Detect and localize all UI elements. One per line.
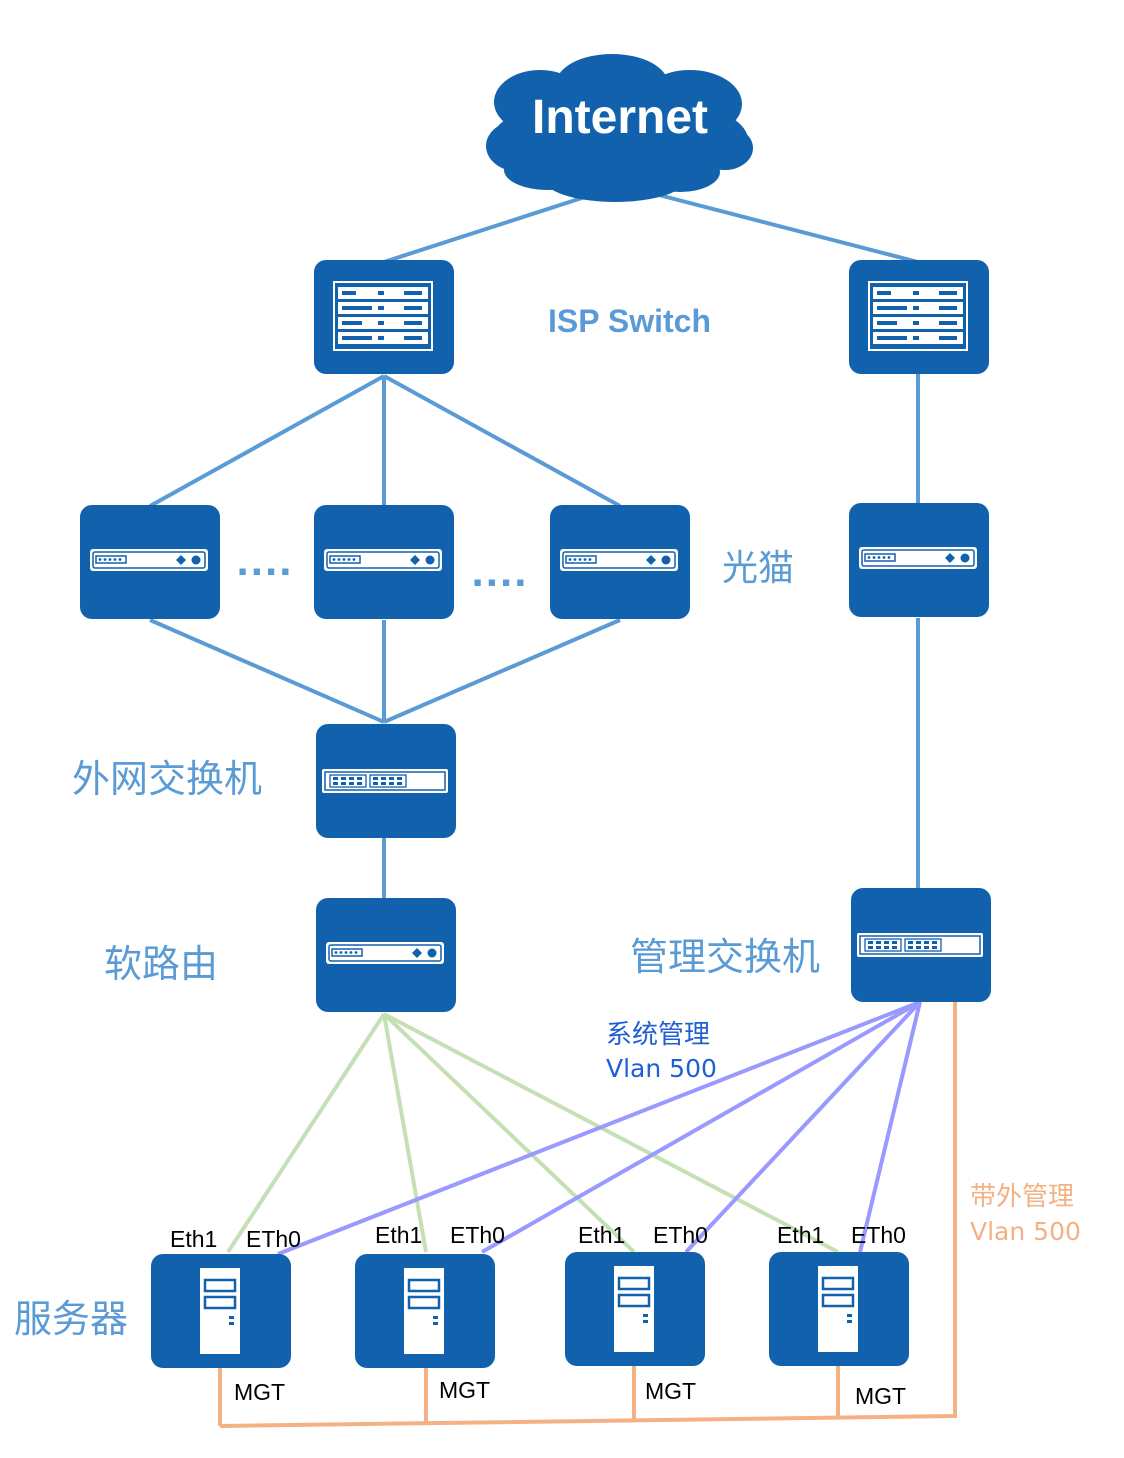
server1-mgt-label: MGT [234, 1379, 285, 1405]
link-mgmt-server3 [684, 1000, 922, 1254]
oob-mgmt-label: 带外管理 [970, 1182, 1074, 1212]
port-labels: Eth1 ETh0 Eth1 ETh0 Eth1 ETh0 Eth1 ETh0 … [170, 1222, 906, 1409]
system-vlan-label: Vlan 500 [606, 1054, 717, 1083]
oob-vlan-label: Vlan 500 [970, 1217, 1081, 1246]
oob-links [218, 1002, 957, 1428]
server2-eth1-label: Eth1 [375, 1222, 422, 1248]
server3-eth1-label: Eth1 [578, 1222, 625, 1248]
server3-mgt-label: MGT [645, 1378, 696, 1404]
server2-eth0-label: ETh0 [450, 1222, 505, 1248]
link-internet-isp-right [654, 192, 919, 264]
link-mgmt-server4 [858, 1001, 922, 1253]
modem-icon [323, 548, 443, 572]
management-switch-label: 管理交换机 [630, 935, 820, 979]
modem-right [849, 503, 989, 617]
external-switch-label: 外网交换机 [72, 757, 262, 801]
external-switch [316, 724, 456, 838]
link-router-server2 [382, 1013, 428, 1253]
link-isp-modem3 [383, 374, 621, 508]
link-internet-isp-left [383, 194, 589, 264]
server-2 [355, 1254, 495, 1368]
modem-icon [89, 548, 209, 572]
router-icon [325, 941, 445, 965]
modem-icon [858, 546, 978, 570]
switch-icon [856, 932, 984, 958]
server1-eth0-label: ETh0 [246, 1226, 301, 1252]
uplink-links [149, 192, 920, 898]
internet-label: Internet [532, 91, 708, 144]
server1-eth1-label: Eth1 [170, 1226, 217, 1252]
modem-3 [550, 505, 690, 619]
management-switch [851, 888, 991, 1002]
server-icon [402, 1266, 446, 1356]
link-mgmt-server2 [481, 1000, 921, 1254]
isp-switch-label: ISP Switch [548, 303, 711, 339]
ellipsis-right: .... [472, 547, 529, 596]
server4-eth1-label: Eth1 [777, 1222, 824, 1248]
soft-router [316, 898, 456, 1012]
server4-eth0-label: ETh0 [851, 1222, 906, 1248]
data-links [226, 1012, 839, 1254]
server-1 [151, 1254, 291, 1368]
link-router-server1 [226, 1012, 386, 1254]
server4-mgt-label: MGT [855, 1383, 906, 1409]
mgmt-links [277, 1000, 922, 1256]
server-3 [565, 1252, 705, 1366]
system-mgmt-label: 系统管理 [606, 1020, 710, 1050]
server-icon [816, 1264, 860, 1354]
link-mgmt-server1 [277, 1000, 921, 1256]
ellipsis-left: .... [237, 536, 294, 585]
server-4 [769, 1252, 909, 1366]
soft-router-label: 软路由 [104, 942, 218, 986]
server-icon [612, 1264, 656, 1354]
link-oob-bus [219, 1002, 957, 1428]
modem-label: 光猫 [722, 548, 794, 589]
server-icon [198, 1266, 242, 1356]
modem-2 [314, 505, 454, 619]
isp-switch-right [849, 260, 989, 374]
modem-1 [80, 505, 220, 619]
link-modem1-extswitch [149, 618, 385, 724]
modem-icon [559, 548, 679, 572]
link-isp-modem1 [149, 374, 385, 508]
link-modem3-extswitch [383, 618, 621, 724]
server2-mgt-label: MGT [439, 1377, 490, 1403]
server3-eth0-label: ETh0 [653, 1222, 708, 1248]
servers-label: 服务器 [14, 1297, 128, 1341]
switch-icon [321, 768, 449, 794]
link-router-server4 [383, 1012, 839, 1254]
internet-cloud-icon: Internet [486, 54, 753, 202]
link-router-server3 [382, 1012, 636, 1254]
isp-switch-left [314, 260, 454, 374]
